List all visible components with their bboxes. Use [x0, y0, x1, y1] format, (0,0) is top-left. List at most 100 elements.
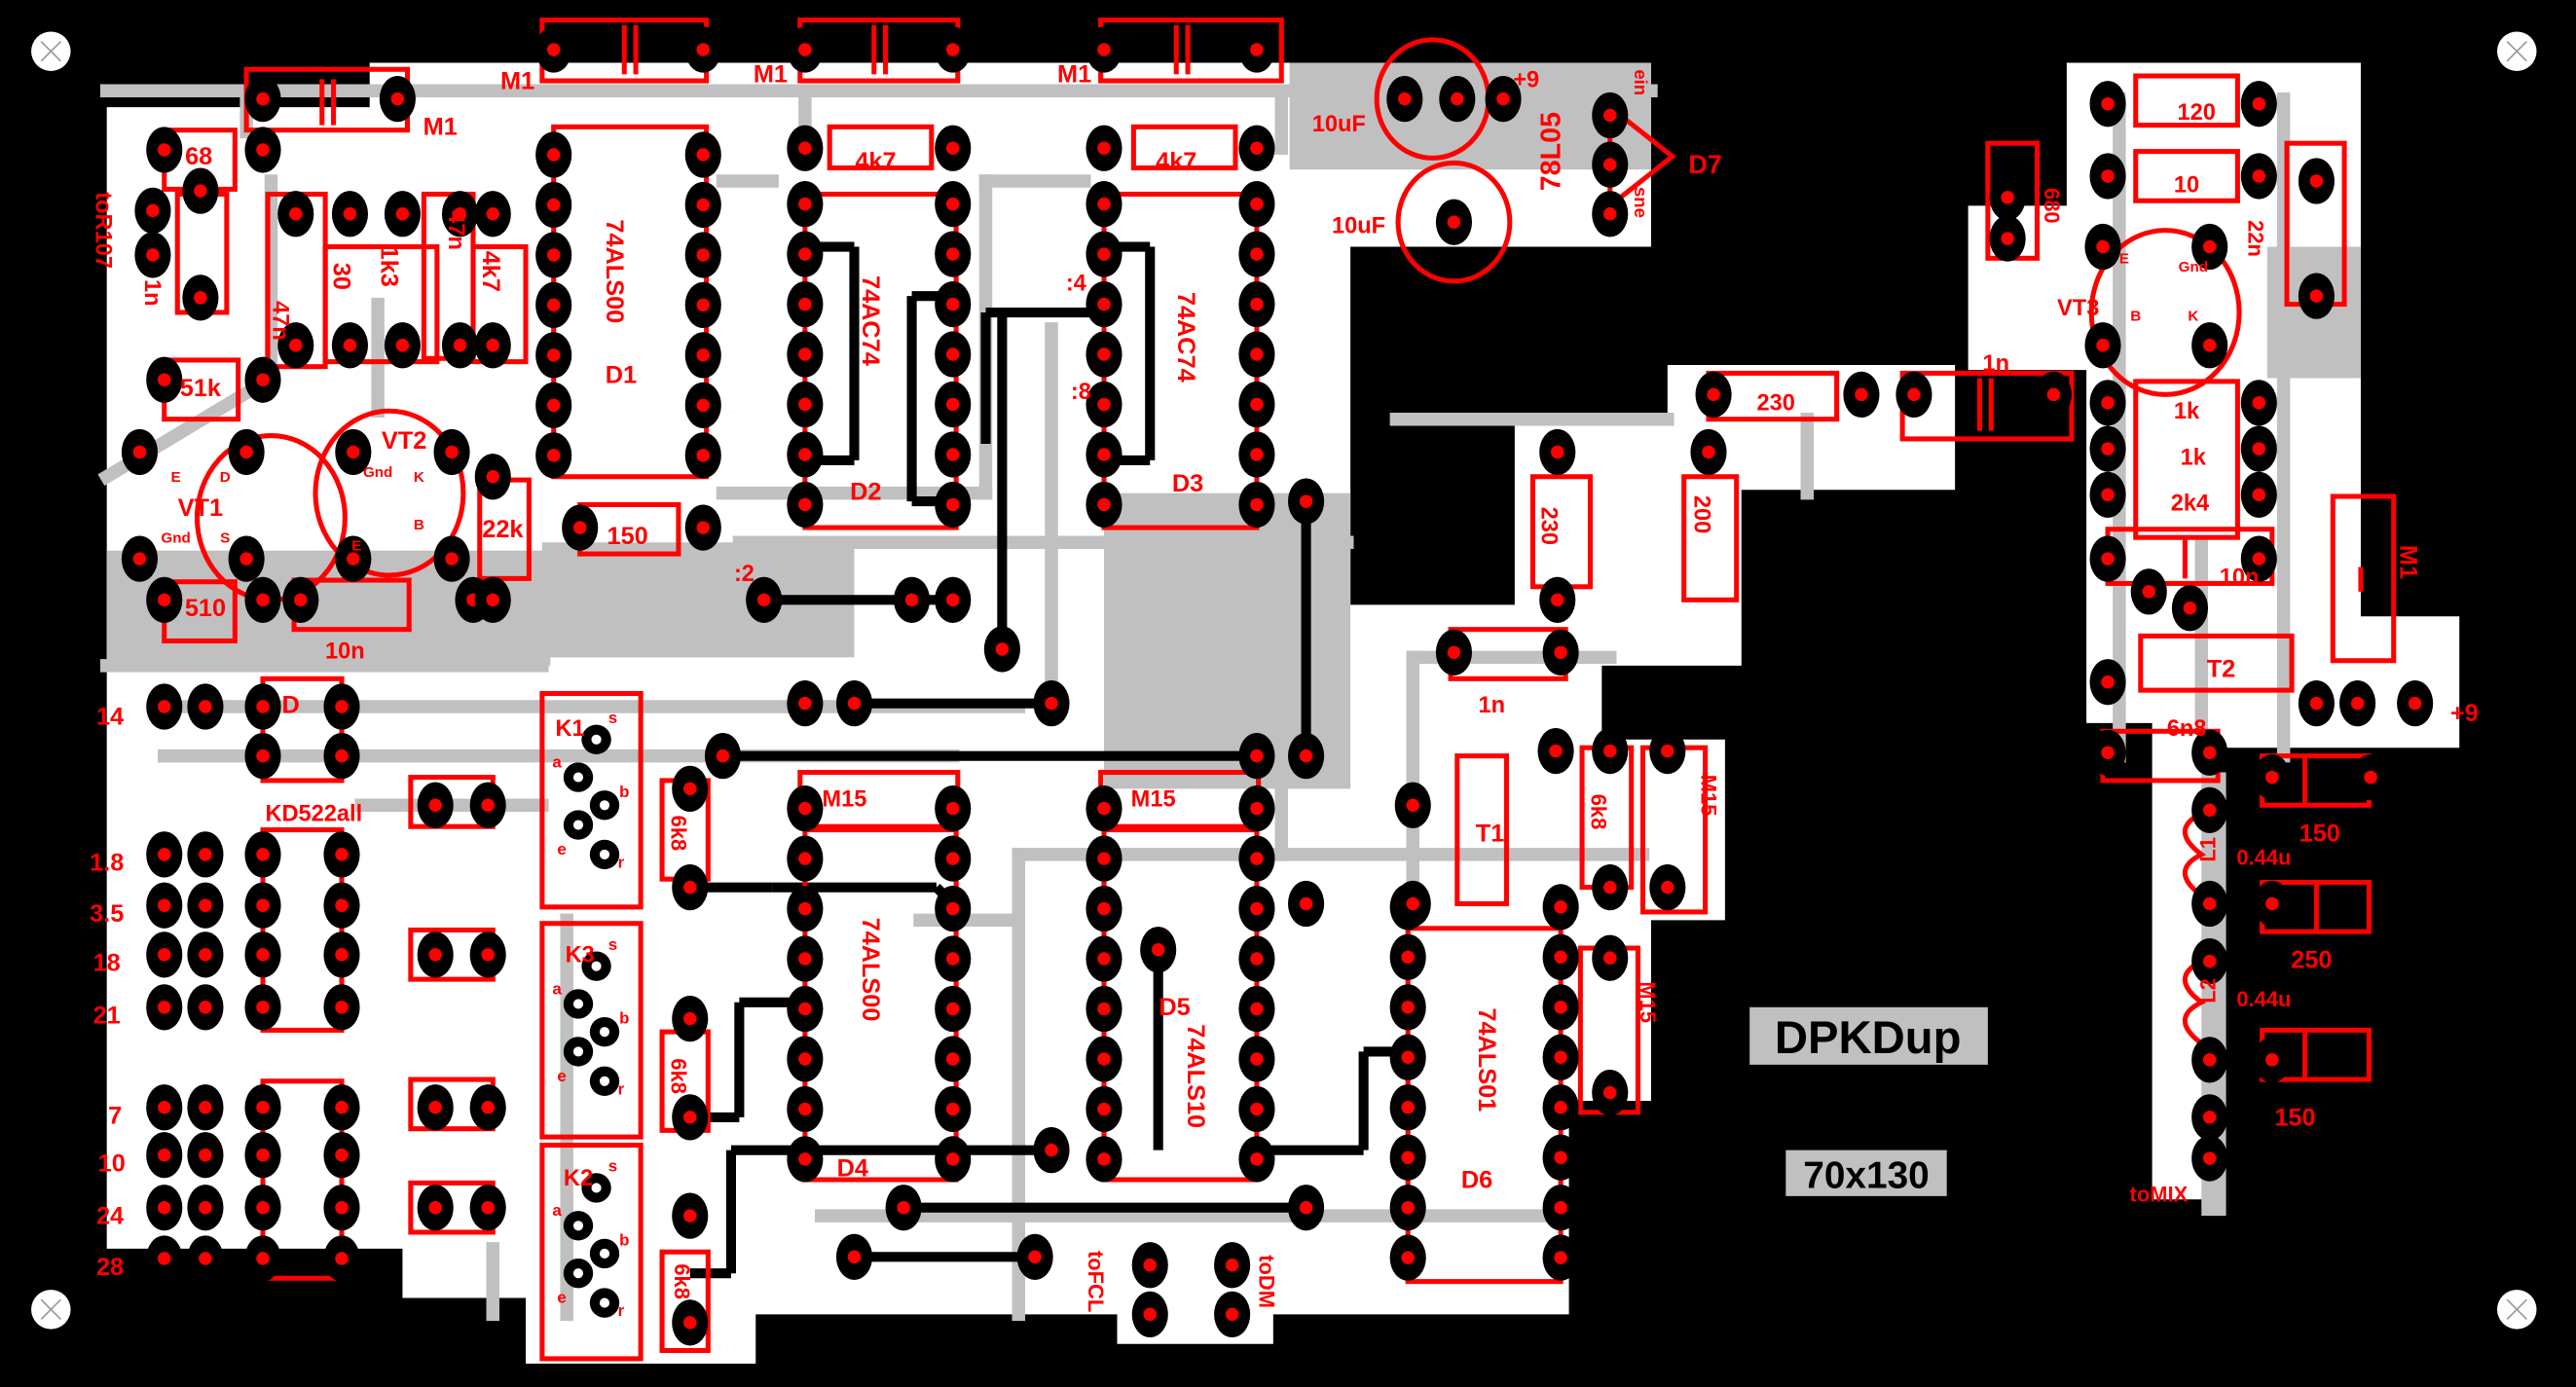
- pad: [1542, 933, 1579, 980]
- pad: [335, 428, 372, 476]
- pad: [704, 733, 742, 780]
- pad: [2254, 753, 2291, 801]
- label-c1n-c: 1n: [1478, 693, 1505, 718]
- relay-pin-a: a: [552, 1201, 562, 1220]
- pad: [1542, 1134, 1579, 1181]
- label-k2: K2: [564, 1166, 593, 1191]
- pad: [1394, 782, 1431, 828]
- pad: [935, 835, 972, 882]
- pad: [1086, 985, 1122, 1033]
- label-r510: 510: [185, 595, 226, 622]
- pad: [1086, 181, 1122, 228]
- pad: [935, 431, 972, 478]
- pad: [244, 356, 281, 403]
- label-k1: K1: [555, 716, 584, 742]
- pad: [379, 76, 416, 123]
- pad: [535, 232, 572, 278]
- pad: [672, 1094, 709, 1141]
- label-c150-a: 150: [2300, 820, 2340, 847]
- pad: [1086, 1085, 1122, 1133]
- pad: [684, 232, 721, 278]
- component-outline: [1454, 753, 1509, 907]
- board-title: DPKDup 70x130: [1749, 1006, 1988, 1196]
- pad: [1238, 26, 1275, 73]
- pad: [187, 1084, 224, 1131]
- pad: [323, 1185, 360, 1231]
- pad: [1238, 1136, 1275, 1183]
- label-ic-d4-type: 74ALS00: [857, 918, 884, 1022]
- label-r10: 10: [2174, 172, 2199, 198]
- pad: [146, 683, 183, 730]
- pad: [1389, 1234, 1426, 1281]
- label-c22n: 22n: [2243, 220, 2267, 257]
- pad: [244, 1132, 281, 1179]
- pad: [787, 280, 824, 328]
- pad: [672, 765, 709, 812]
- pad: [935, 985, 972, 1033]
- pad: [1649, 727, 1686, 775]
- pad: [672, 996, 709, 1042]
- label-r1k3: 1k3: [376, 246, 403, 287]
- pad: [1214, 1291, 1251, 1337]
- pad: [1389, 1134, 1426, 1181]
- pad: [187, 1185, 224, 1231]
- pad: [277, 322, 314, 369]
- pad: [535, 432, 572, 479]
- pad: [384, 322, 421, 369]
- pad: [1288, 880, 1325, 928]
- pad: [983, 626, 1020, 673]
- pad: [2298, 680, 2335, 727]
- label-div8: :8: [1071, 380, 1091, 405]
- relay-pin-pad: [563, 762, 594, 792]
- relay-pin-pad: [581, 724, 611, 754]
- pad: [935, 280, 972, 328]
- pad: [2130, 568, 2167, 615]
- pad: [684, 382, 721, 428]
- pad: [1542, 629, 1579, 675]
- label-toR107: toR107: [90, 192, 115, 269]
- electrolytic-capacitor-outline: [1395, 160, 1513, 284]
- label-r4k7-c: 4k7: [1156, 148, 1196, 175]
- label-m15-b: M15: [1131, 786, 1176, 812]
- pad: [1592, 91, 1629, 139]
- pad: [1435, 199, 1472, 245]
- label-ic-d6: D6: [1461, 1166, 1492, 1193]
- pad: [1542, 884, 1579, 931]
- pad: [474, 576, 511, 623]
- pad: [1238, 481, 1275, 529]
- component-outline: [2133, 149, 2240, 203]
- pad: [323, 984, 360, 1031]
- pad: [146, 1235, 183, 1282]
- label-d7: D7: [1688, 150, 1722, 179]
- pad: [787, 785, 824, 832]
- pad: [2084, 223, 2121, 271]
- pad: [417, 782, 454, 828]
- pad: [835, 680, 873, 727]
- pad: [1238, 431, 1275, 478]
- relay-pin-a: a: [552, 979, 562, 998]
- pad: [1386, 76, 1423, 123]
- pads: [121, 26, 2434, 1346]
- pad: [1086, 935, 1122, 982]
- pad: [146, 984, 183, 1031]
- pad: [417, 1185, 454, 1231]
- pad: [1989, 174, 2026, 221]
- pad: [244, 931, 281, 978]
- label-m15-a: M15: [822, 786, 866, 812]
- label-reg-gnd: sne: [1631, 187, 1651, 218]
- pad: [1086, 26, 1122, 73]
- component-outline: [539, 1143, 644, 1362]
- label-ic-d3: D3: [1172, 470, 1203, 497]
- pad: [1214, 1242, 1251, 1289]
- pad: [684, 26, 721, 73]
- pad: [1131, 1291, 1168, 1337]
- relay-pin-pad: [563, 1211, 594, 1241]
- mounting-hole-icon: [2497, 1290, 2537, 1330]
- pad: [474, 191, 511, 237]
- label-sw14: 14: [96, 704, 124, 731]
- pad: [672, 1192, 709, 1239]
- pad: [672, 1299, 709, 1346]
- pad: [244, 733, 281, 780]
- pad: [1592, 727, 1629, 775]
